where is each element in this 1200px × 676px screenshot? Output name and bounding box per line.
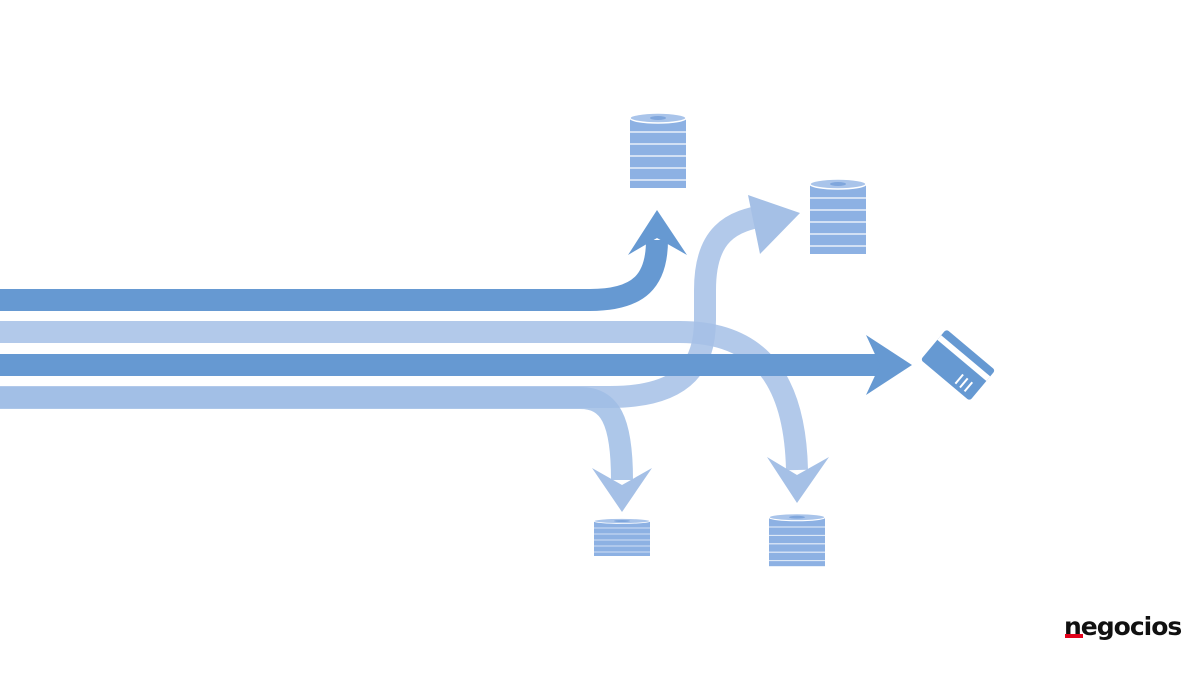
coin-stack-icon bbox=[593, 517, 651, 557]
arrow-dark-up bbox=[0, 210, 687, 311]
arrow-light-up-right bbox=[0, 195, 800, 408]
coin-stack-icon bbox=[768, 512, 826, 567]
logo-text: negocios bbox=[1064, 612, 1182, 641]
negocios-logo: negocios bbox=[1064, 612, 1182, 641]
arrow-light-down-left bbox=[0, 387, 652, 512]
coin-stack-icon bbox=[629, 112, 687, 189]
arrow-dark-straight bbox=[0, 335, 912, 395]
logo-accent-bar bbox=[1065, 634, 1083, 638]
coin-stack-icon bbox=[809, 178, 867, 255]
credit-card-icon bbox=[921, 330, 995, 400]
